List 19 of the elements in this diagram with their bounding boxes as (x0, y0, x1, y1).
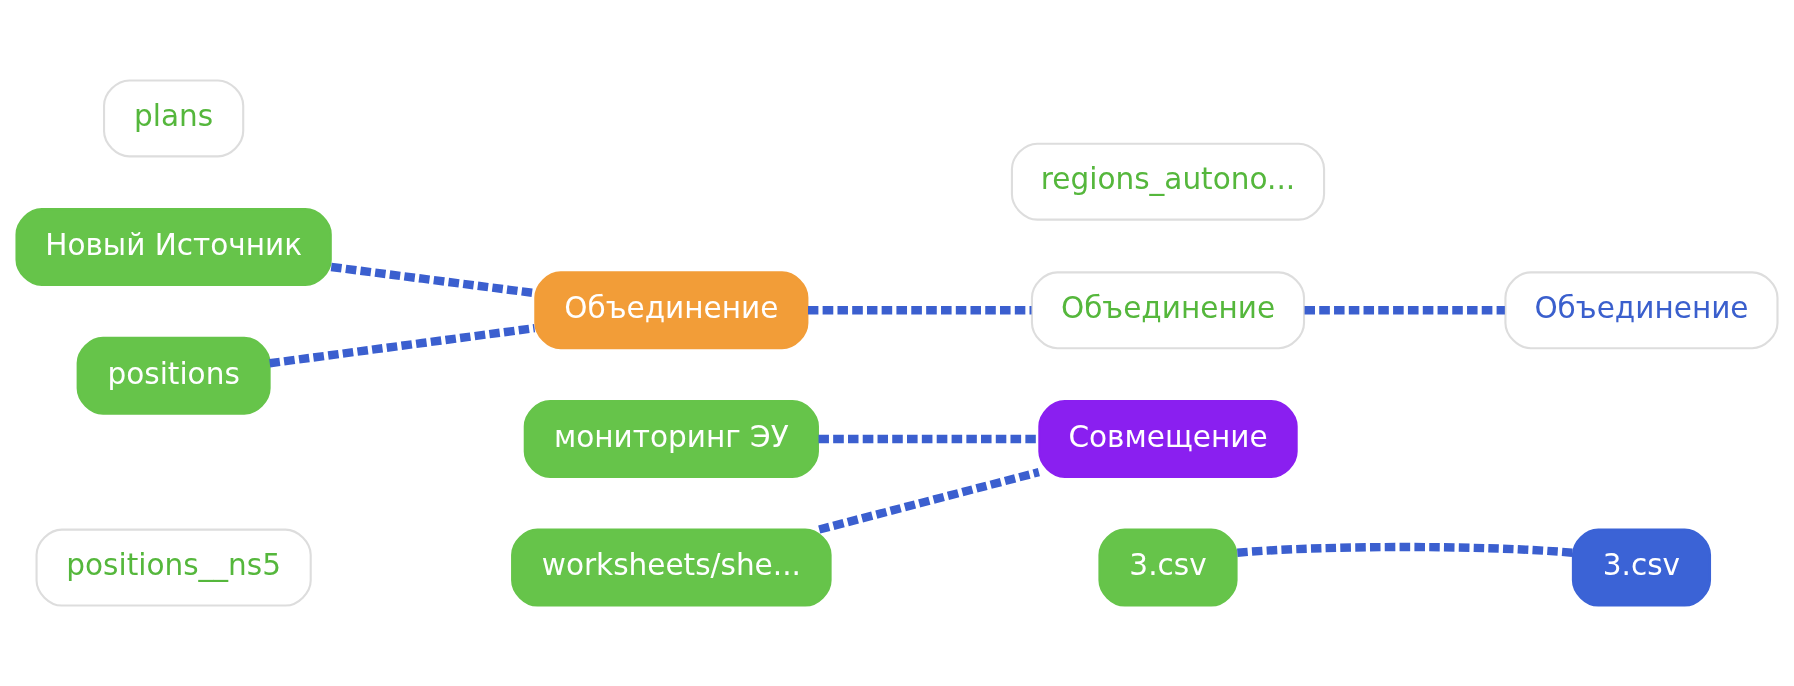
connector (818, 434, 1039, 444)
connector (1237, 542, 1573, 557)
node-box: positions__ns5 (35, 528, 312, 607)
node-box: Объединение (1030, 271, 1306, 350)
node-box: 3.csv (1571, 528, 1712, 607)
connector (1304, 306, 1505, 315)
node-box: Совмещение (1038, 399, 1298, 478)
connector (818, 468, 1040, 534)
node-box: Объединение (534, 271, 809, 350)
node-box: Объединение (1504, 271, 1779, 350)
node-box: positions (76, 336, 271, 415)
node-box: regions_autono... (1010, 142, 1326, 221)
node-box: мониторинг ЭУ (523, 399, 819, 478)
connector (808, 306, 1032, 315)
node-box: Новый Источник (15, 208, 332, 287)
node-box: worksheets/she... (511, 528, 832, 607)
connector (269, 323, 536, 368)
node-box: 3.csv (1098, 528, 1238, 607)
node-box: plans (103, 79, 245, 158)
